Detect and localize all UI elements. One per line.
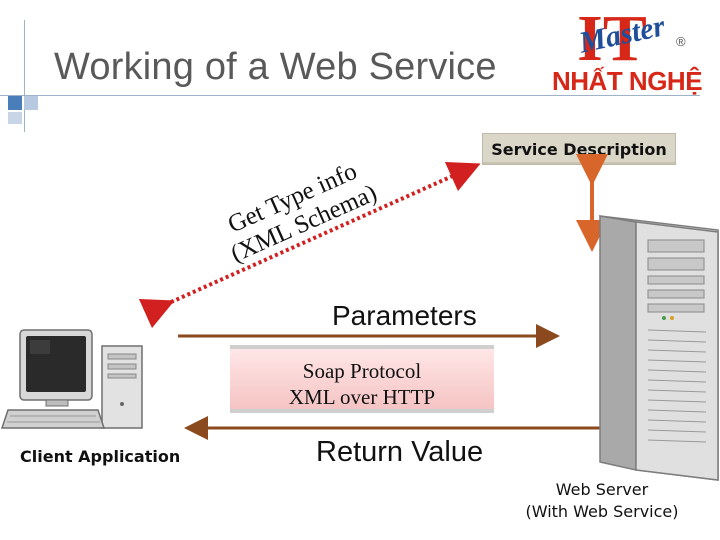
soap-protocol-label: Soap Protocol xyxy=(302,359,422,383)
parameters-label: Parameters xyxy=(332,300,477,331)
xml-over-http-label: XML over HTTP xyxy=(288,385,436,409)
client-application-label: Client Application xyxy=(20,447,181,466)
web-server-icon xyxy=(599,215,719,481)
wsdl-request-arrow xyxy=(138,161,481,329)
web-server-label-line1: Web Server xyxy=(555,480,649,499)
registered-mark: ® xyxy=(676,34,686,49)
logo-brand-text: NHẤT NGHỆ xyxy=(552,66,703,96)
accent-square xyxy=(24,96,38,110)
web-server-label: Web Server (With Web Service) xyxy=(512,479,692,523)
web-server-label-line2: (With Web Service) xyxy=(525,502,679,521)
client-computer-icon xyxy=(0,329,143,429)
soap-protocol-box: Soap Protocol XML over HTTP xyxy=(230,345,494,413)
page-title: Working of a Web Service xyxy=(54,46,497,88)
accent-square xyxy=(8,112,22,124)
logo-it-letters: IT xyxy=(577,4,647,64)
title-rule xyxy=(0,95,700,96)
title-vertical-rule xyxy=(24,20,25,132)
return-value-label: Return Value xyxy=(316,436,484,468)
accent-square xyxy=(8,96,22,110)
master-it-logo: IT Master xyxy=(575,4,668,64)
